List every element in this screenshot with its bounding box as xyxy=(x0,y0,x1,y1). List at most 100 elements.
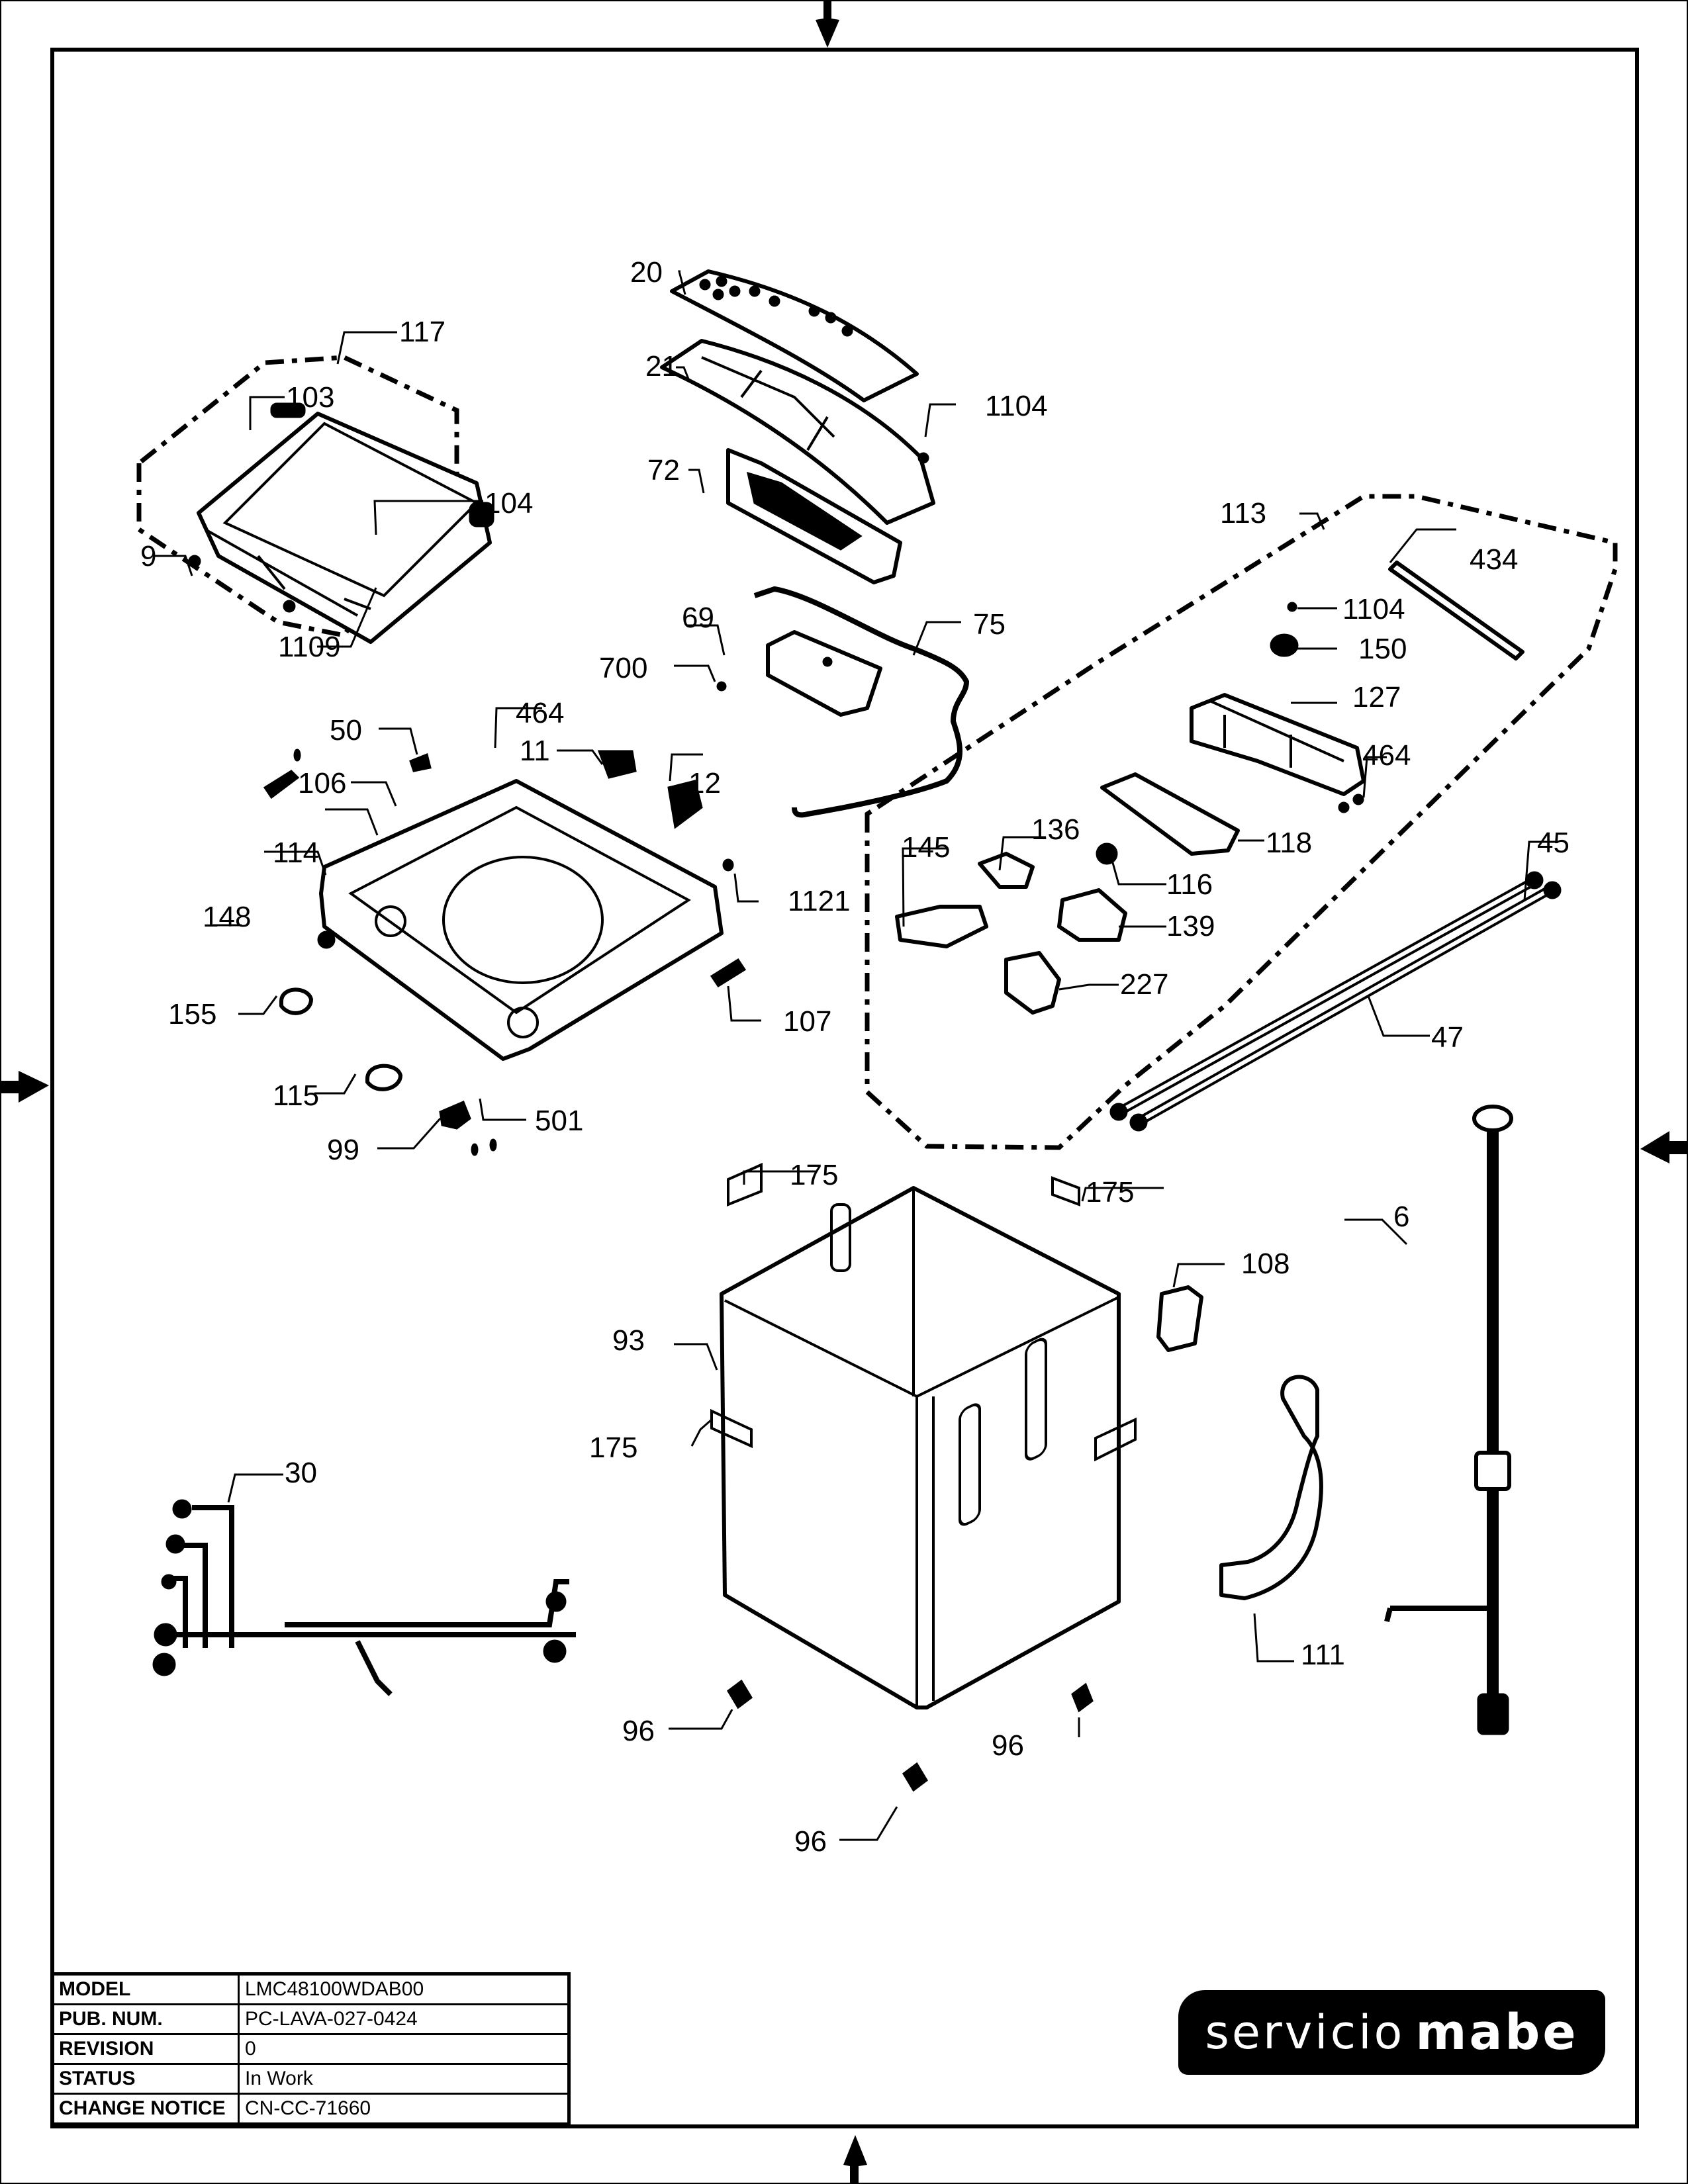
callout-145: 145 xyxy=(902,831,950,864)
callout-464-top: 464 xyxy=(516,697,564,729)
top-cover-part[interactable] xyxy=(319,779,724,1061)
callout-127: 127 xyxy=(1352,681,1401,713)
top-center-arrow xyxy=(816,0,839,48)
callout-9: 9 xyxy=(140,540,156,572)
callout-103: 103 xyxy=(286,381,334,414)
callout-11: 11 xyxy=(520,735,550,767)
callout-96-right: 96 xyxy=(992,1729,1024,1762)
harness-wires xyxy=(159,1505,576,1696)
callout-1121: 1121 xyxy=(788,885,851,917)
drain-hose-part[interactable] xyxy=(1219,1375,1323,1600)
callout-501: 501 xyxy=(535,1105,583,1137)
dispenser-tray-part[interactable] xyxy=(1100,772,1240,856)
dispenser-assembly-group-outline xyxy=(865,494,1618,1150)
rear-components[interactable] xyxy=(1156,1105,1513,1735)
foot-front-part[interactable] xyxy=(902,1762,928,1792)
callout-107: 107 xyxy=(783,1005,831,1038)
bumper-part[interactable] xyxy=(317,931,336,949)
callout-45: 45 xyxy=(1537,827,1570,859)
title-block: MODEL LMC48100WDAB00 PUB. NUM. PC-LAVA-0… xyxy=(50,1972,571,2126)
cord-clip-part[interactable] xyxy=(1156,1285,1203,1352)
lid-screw-left xyxy=(188,555,201,568)
power-cord-branch xyxy=(1384,1606,1493,1622)
panel-harness-part[interactable] xyxy=(753,586,970,818)
overlay-buttons xyxy=(699,275,853,337)
lid-switch-bracket-part[interactable] xyxy=(409,752,432,772)
power-cord-strain-relief xyxy=(1474,1451,1511,1491)
dispenser-cup-a-part[interactable] xyxy=(1057,888,1127,942)
power-cord-plug xyxy=(1477,1693,1509,1735)
callout-1104-panel: 1104 xyxy=(985,390,1048,422)
aux-board-part[interactable] xyxy=(766,630,882,717)
callout-115: 115 xyxy=(273,1079,319,1112)
aux-board-component xyxy=(822,657,833,667)
foot-right-part[interactable] xyxy=(1071,1682,1094,1713)
bottom-center-arrow xyxy=(843,2135,867,2184)
control-panel-assembly[interactable] xyxy=(660,269,970,818)
board-screw xyxy=(716,681,727,692)
control-panel-part[interactable] xyxy=(660,339,935,525)
hinge-right[interactable] xyxy=(469,502,494,527)
foot-left-part[interactable] xyxy=(727,1679,753,1709)
callout-72: 72 xyxy=(647,454,680,486)
title-block-row-model: MODEL LMC48100WDAB00 xyxy=(51,1973,570,2005)
pad-back-right-part[interactable] xyxy=(1051,1176,1080,1206)
lock-pin-part[interactable] xyxy=(710,958,747,988)
inlet-hoses[interactable] xyxy=(1109,871,1562,1132)
revision-value: 0 xyxy=(238,2033,570,2065)
top-cover-assembly[interactable] xyxy=(263,749,747,1156)
callout-99: 99 xyxy=(327,1134,359,1166)
callout-175-back-right: 175 xyxy=(1086,1176,1134,1208)
title-block-row-status: STATUS In Work xyxy=(51,2063,570,2095)
main-harness[interactable] xyxy=(152,1499,576,1696)
callout-75: 75 xyxy=(973,608,1006,641)
pub-num-label: PUB. NUM. xyxy=(51,2003,240,2035)
model-label: MODEL xyxy=(51,1973,240,2005)
dispenser-valve-part[interactable] xyxy=(1270,633,1299,657)
pad-side-part[interactable] xyxy=(710,1408,753,1449)
lid-lock-part[interactable] xyxy=(263,770,300,799)
status-value: In Work xyxy=(238,2063,570,2095)
dispenser-housing-part[interactable] xyxy=(1190,693,1366,796)
top-screw-part xyxy=(293,749,301,762)
revision-label: REVISION xyxy=(51,2033,240,2065)
control-overlay-part[interactable] xyxy=(670,269,919,402)
cap-left-part[interactable] xyxy=(279,987,313,1015)
callout-150: 150 xyxy=(1358,633,1407,665)
hinge-left[interactable] xyxy=(270,402,306,418)
callout-20: 20 xyxy=(630,256,663,289)
left-center-arrow xyxy=(0,1071,49,1103)
status-label: STATUS xyxy=(51,2063,240,2095)
housing-ribs xyxy=(1211,700,1344,768)
callout-96-left: 96 xyxy=(622,1715,655,1747)
pad-side-right-part[interactable] xyxy=(1094,1417,1137,1462)
callout-114: 114 xyxy=(273,837,319,869)
panel-screw xyxy=(917,452,929,464)
bleach-cup-part[interactable] xyxy=(978,852,1035,889)
callout-12: 12 xyxy=(688,767,721,799)
callout-labels: 117 103 104 9 1109 20 21 1104 72 69 700 … xyxy=(140,256,1570,1858)
change-notice-value: CN-CC-71660 xyxy=(238,2093,570,2125)
right-center-arrow xyxy=(1640,1131,1688,1163)
drawing-frame xyxy=(50,48,1639,2128)
switch-b-part[interactable] xyxy=(667,780,703,829)
pad-back-left-part[interactable] xyxy=(727,1162,763,1206)
cabinet-part[interactable] xyxy=(720,1186,1121,1709)
lid-assembly[interactable] xyxy=(188,402,494,644)
callout-69: 69 xyxy=(682,602,714,634)
callout-175-side: 175 xyxy=(589,1432,637,1464)
title-block-row-revision: REVISION 0 xyxy=(51,2033,570,2065)
dispenser-seal-part[interactable] xyxy=(1388,561,1524,660)
callout-47: 47 xyxy=(1431,1021,1464,1054)
callout-227: 227 xyxy=(1120,968,1168,1001)
dispenser-cup-b-part[interactable] xyxy=(1004,951,1061,1015)
cap-right-part[interactable] xyxy=(365,1064,402,1091)
cabinet-assembly[interactable] xyxy=(710,1162,1137,1792)
change-notice-label: CHANGE NOTICE xyxy=(51,2093,240,2125)
dispenser-plug-part[interactable] xyxy=(1096,842,1118,865)
dispenser-assembly[interactable] xyxy=(895,561,1524,1015)
softener-cup-part[interactable] xyxy=(895,905,988,948)
switch-a-part[interactable] xyxy=(597,750,637,779)
pressure-switch-part[interactable] xyxy=(439,1101,471,1130)
